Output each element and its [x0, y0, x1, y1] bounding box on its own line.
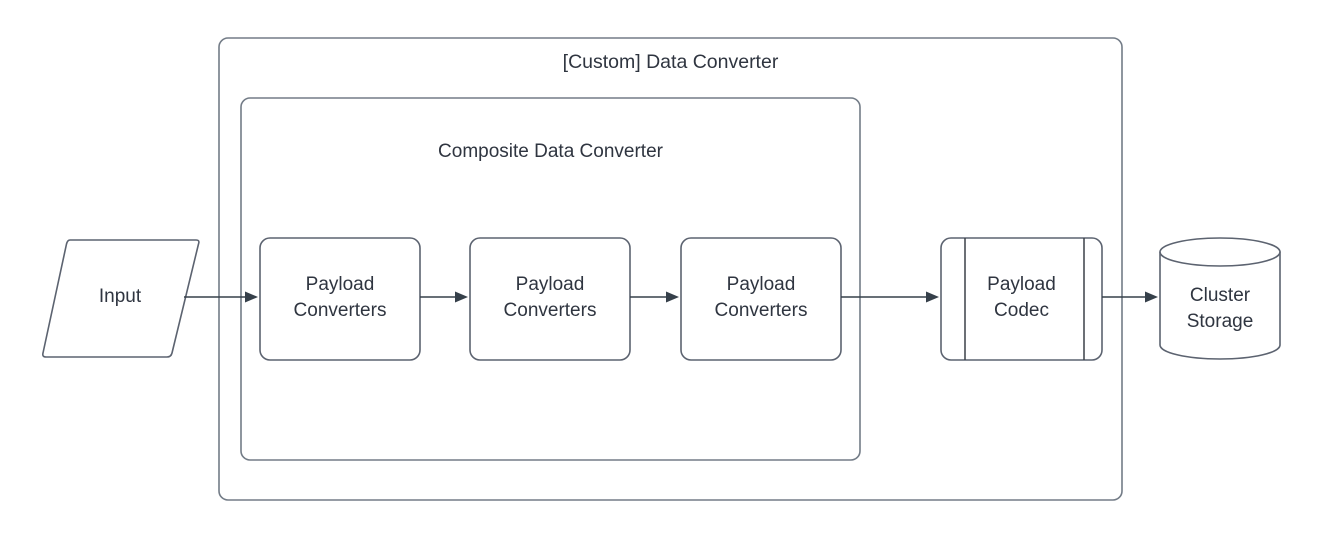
cluster-storage-cylinder-body [1159, 251, 1281, 360]
cluster-storage-node[interactable]: Cluster Storage [1159, 237, 1281, 360]
payload-converters-1-node[interactable]: Payload Converters [259, 237, 421, 361]
payload-converters-3-node[interactable]: Payload Converters [680, 237, 842, 361]
composite-data-converter-label: Composite Data Converter [438, 141, 664, 162]
cluster-storage-cylinder-top [1159, 237, 1281, 267]
cluster-storage-label-line-2: Storage [1187, 311, 1254, 332]
custom-data-converter-container[interactable]: [Custom] Data Converter [218, 37, 1123, 501]
custom-data-converter-border [218, 37, 1123, 501]
payload-converters-3-shape [680, 237, 842, 361]
arrow-head-icon [666, 291, 679, 303]
payload-converters-2-shape [469, 237, 631, 361]
payload-codec-node[interactable]: Payload Codec [940, 237, 1103, 361]
composite-data-converter-border [240, 97, 861, 461]
input-label: Input [99, 286, 142, 307]
payload-converters-3-label-line-2: Converters [715, 300, 808, 321]
payload-converters-2-node[interactable]: Payload Converters [469, 237, 631, 361]
payload-codec-label-line-1: Payload [987, 274, 1056, 295]
payload-codec-label-line-2: Codec [994, 300, 1049, 321]
connector-codec-to-cluster-storage [1102, 291, 1158, 303]
connector-converter-3-to-codec [841, 291, 939, 303]
payload-converters-2-label-line-2: Converters [504, 300, 597, 321]
arrow-head-icon [455, 291, 468, 303]
payload-converters-1-label-line-2: Converters [294, 300, 387, 321]
connector-converter-1-to-converter-2 [420, 291, 468, 303]
payload-converters-1-label-line-1: Payload [306, 274, 375, 295]
input-node[interactable]: Input [42, 239, 200, 358]
connector-converter-2-to-converter-3 [630, 291, 679, 303]
composite-data-converter-container[interactable]: Composite Data Converter [240, 97, 861, 461]
payload-converters-2-label-line-1: Payload [516, 274, 585, 295]
custom-data-converter-label: [Custom] Data Converter [563, 51, 779, 73]
input-parallelogram-shape [42, 239, 200, 358]
payload-codec-shape [940, 237, 1103, 361]
arrow-head-icon [1145, 291, 1158, 303]
payload-converters-3-label-line-1: Payload [727, 274, 796, 295]
payload-converters-1-shape [259, 237, 421, 361]
arrow-head-icon [245, 291, 258, 303]
cluster-storage-label-line-1: Cluster [1190, 285, 1251, 306]
arrow-head-icon [926, 291, 939, 303]
connector-input-to-converter-1 [184, 291, 258, 303]
